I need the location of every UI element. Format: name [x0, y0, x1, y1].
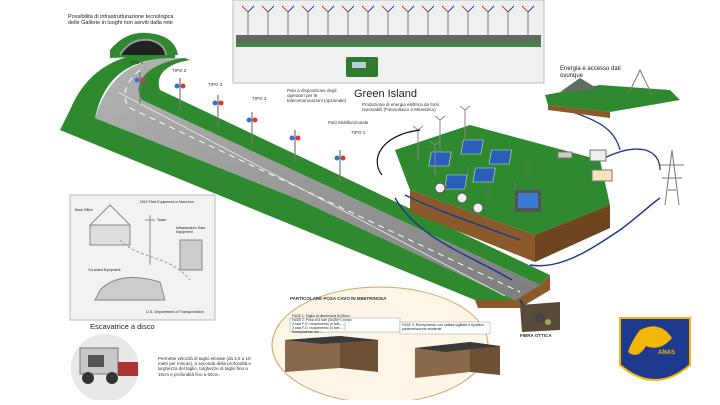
escavatrice-title: Escavatrice a disco [90, 322, 155, 331]
sketch-label-onboard: On-board Equipment [88, 268, 121, 272]
wind-turbine-icon [281, 5, 295, 35]
anas-logo-text: ANAS [658, 350, 675, 356]
wind-turbine-icon [301, 5, 315, 35]
wind-turbine-icon [521, 5, 535, 35]
embankment-left [60, 51, 515, 301]
roadside-poles [134, 72, 346, 182]
its-sketch-panel [69, 194, 216, 321]
mini-wind-turbine-icon [429, 140, 441, 175]
pole-icon [246, 112, 258, 144]
wind-turbine-icon [441, 5, 455, 35]
cable-panel-left-steps: FASE 1: Taglio di dimensioni 5x30cm FASE… [292, 314, 400, 334]
tunnel [110, 32, 178, 58]
fiber-label: FIBRA OTTICA [520, 333, 552, 338]
drone-icon [557, 151, 573, 159]
green-island-subtitle: Produzione di energia elettrica da fonti… [362, 102, 439, 113]
pole-icon [334, 150, 346, 182]
sketch-label-back-office: Back Office [75, 208, 93, 212]
pole-label-2: TIPO 2 [172, 68, 187, 73]
tunnel-note: Possibilità di infrastrutturazione tecno… [68, 14, 174, 27]
solar-panel-icon [428, 151, 469, 174]
wind-turbine-icon [461, 5, 475, 35]
wind-turbine-icon [401, 5, 415, 35]
solar-panel-icon [444, 174, 489, 197]
wind-turbine-icon [481, 5, 495, 35]
cables [376, 107, 661, 313]
left-step: FASE 1: Taglio di dimensioni 5x30cm [292, 314, 350, 318]
pole-label-5: TIPO 1 [351, 130, 366, 135]
green-island [395, 105, 610, 262]
sketch-label-infrastructure: Infrastructure Data Equipment [176, 226, 205, 235]
wind-farm-panel [232, 0, 545, 84]
pole-operators-note: Palo a disposizione degli operatori per … [287, 88, 347, 104]
pole-icon [212, 95, 224, 127]
pole-label-4: TIPO 3 [252, 96, 267, 101]
wind-turbine-icon [361, 5, 375, 35]
wind-turbine-icon [261, 5, 275, 35]
pole-icon [174, 78, 186, 110]
solar-panels [428, 139, 529, 197]
road-cut-soil [475, 275, 550, 308]
cable-panel-right-steps: FASE 3: Riempimento con sabbia sigillata… [402, 323, 488, 331]
energy-meters [434, 182, 484, 214]
left-step: FASE 2: Posa di 4 tubi (3x25)+1 corpo [292, 318, 352, 323]
fiber-trench [520, 302, 560, 332]
energy-access-label: Energia e accesso dati ovunque [560, 66, 621, 79]
escavatrice-photo [71, 334, 139, 402]
wind-turbines [241, 5, 535, 35]
pole-icon [289, 130, 301, 162]
cable-panel-title: PARTICOLARE POSA CAVO IN MINITRINCEA [290, 296, 387, 301]
wind-turbine-icon [421, 5, 435, 35]
sketch-label-tower: Tower [157, 218, 167, 222]
wind-turbine-icon [501, 5, 515, 35]
pole-label-3: TIPO 3 [208, 82, 223, 87]
vehicles [557, 149, 613, 182]
mini-wind-turbine-icon [412, 125, 424, 160]
multifunction-pole-label: Palo Multifunzionale [328, 120, 369, 125]
van-icon [589, 149, 607, 162]
pole-label-1: TIPO 1 [129, 60, 144, 65]
right-step: FASE 3: Riempimento con sabbia sigillata… [402, 323, 485, 332]
wind-turbine-icon [341, 5, 355, 35]
escavatrice-description: Permette velocità di taglio elevate (da … [158, 356, 252, 377]
wind-turbine-icon [381, 5, 395, 35]
pylon-icon [660, 149, 684, 206]
solar-panel-icon [472, 167, 516, 190]
sketch-label-dms: DMS Field Equipment or Mast Arm [140, 200, 194, 204]
sketch-label-usdot: U.S. Department of Transportation [146, 310, 204, 314]
cable-panel [271, 286, 500, 404]
wind-turbine-icon [321, 5, 335, 35]
camper-icon [591, 169, 613, 182]
left-step: Riempimento con ... [292, 330, 324, 335]
mini-wind-turbine-icon [434, 115, 446, 150]
mini-wind-turbines [412, 105, 471, 175]
left-step: 3 cavi F.O. ricoprimento (4 tubi, ...) [292, 322, 346, 327]
pole-icon [134, 72, 146, 104]
road-surface [95, 58, 540, 300]
mini-wind-turbine-icon [459, 105, 471, 140]
left-step: 3 cavi F.O. ricoprimento (4 tubi, ...) [292, 326, 346, 331]
anas-logo: ANAS [619, 317, 691, 381]
embankment-right [138, 58, 551, 285]
green-island-title: Green Island [354, 88, 417, 100]
solar-panel-icon [488, 149, 529, 172]
energy-hill [545, 68, 680, 118]
wind-turbine-icon [241, 5, 255, 35]
